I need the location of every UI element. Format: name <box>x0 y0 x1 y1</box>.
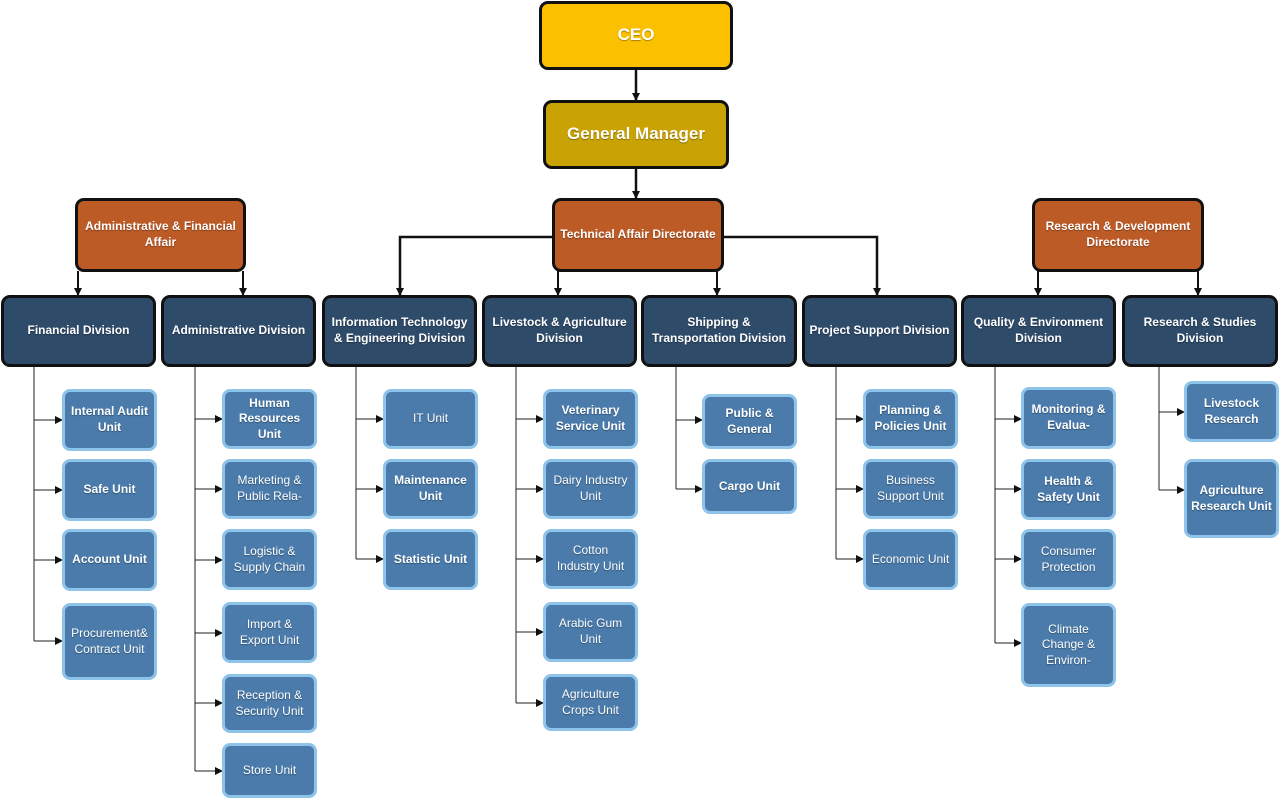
division-project-support: Project Support Division <box>802 295 957 367</box>
unit-label: Consumer Protection <box>1040 543 1097 574</box>
unit-box: Consumer Protection <box>1021 529 1116 590</box>
division-research-studies: Research & Studies Division <box>1122 295 1278 367</box>
unit-label: Cargo Unit <box>718 478 781 493</box>
unit-box: Marketing & Public Rela- <box>222 459 317 519</box>
unit-label: Account Unit <box>72 552 147 567</box>
unit-label: Health & Safety Unit <box>1037 473 1100 504</box>
division-label: Financial Division <box>27 323 130 338</box>
unit-label: Livestock Research <box>1203 395 1260 426</box>
division-financial: Financial Division <box>1 295 156 367</box>
division-label: Quality & Environment Division <box>973 315 1104 345</box>
unit-box: Logistic & Supply Chain <box>222 529 317 590</box>
unit-label: Safe Unit <box>83 482 136 497</box>
unit-box: Reception & Security Unit <box>222 674 317 733</box>
unit-label: Reception & Security Unit <box>235 687 304 718</box>
division-quality-environment: Quality & Environment Division <box>961 295 1116 367</box>
unit-box: Agriculture Research Unit <box>1184 459 1279 538</box>
unit-box: Business Support Unit <box>863 459 958 519</box>
unit-label: Arabic Gum Unit <box>558 616 623 646</box>
unit-box: Maintenance Unit <box>383 459 478 519</box>
unit-label: Procurement& Contract Unit <box>71 625 148 656</box>
unit-box: Public & General <box>702 394 797 449</box>
division-label: Project Support Division <box>809 323 950 338</box>
directorate-label: Research & Development Directorate <box>1045 219 1191 249</box>
unit-label: Import & Export Unit <box>239 616 300 647</box>
unit-box: Economic Unit <box>863 529 958 590</box>
unit-label: Economic Unit <box>871 551 950 566</box>
directorate-technical: Technical Affair Directorate <box>552 198 724 272</box>
division-it-engineering: Information Technology & Engineering Div… <box>322 295 477 367</box>
unit-box: Internal Audit Unit <box>62 389 157 451</box>
unit-box: Human Resources Unit <box>222 389 317 449</box>
unit-label: Marketing & Public Rela- <box>237 473 302 503</box>
unit-label: Internal Audit Unit <box>71 404 148 434</box>
unit-box: Monitoring & Evalua- <box>1021 387 1116 449</box>
ceo-box: CEO <box>539 1 733 70</box>
unit-label: Maintenance Unit <box>394 473 467 503</box>
unit-box: Veterinary Service Unit <box>543 389 638 449</box>
division-administrative: Administrative Division <box>161 295 316 367</box>
general-manager-box: General Manager <box>543 100 729 169</box>
unit-label: IT Unit <box>412 411 449 426</box>
general-manager-label: General Manager <box>567 124 705 144</box>
division-shipping-transportation: Shipping & Transportation Division <box>641 295 797 367</box>
unit-box: Statistic Unit <box>383 529 478 590</box>
unit-box: Arabic Gum Unit <box>543 602 638 662</box>
unit-box: Account Unit <box>62 529 157 591</box>
unit-label: Human Resources Unit <box>238 395 301 441</box>
unit-label: Cotton Industry Unit <box>556 543 625 573</box>
division-label: Research & Studies Division <box>1143 315 1257 345</box>
unit-label: Store Unit <box>242 762 297 777</box>
unit-label: Veterinary Service Unit <box>555 403 626 433</box>
directorate-research: Research & Development Directorate <box>1032 198 1204 272</box>
unit-label: Monitoring & Evalua- <box>1031 402 1106 432</box>
unit-box: Health & Safety Unit <box>1021 459 1116 520</box>
unit-label: Logistic & Supply Chain <box>233 543 306 574</box>
unit-label: Dairy Industry Unit <box>553 473 628 503</box>
unit-box: Cotton Industry Unit <box>543 529 638 589</box>
unit-box: Safe Unit <box>62 459 157 521</box>
directorate-label: Technical Affair Directorate <box>560 227 716 242</box>
unit-label: Planning & Policies Unit <box>874 403 947 433</box>
unit-label: Business Support Unit <box>877 473 944 503</box>
unit-label: Agriculture Crops Unit <box>561 686 620 717</box>
division-label: Information Technology & Engineering Div… <box>331 315 468 345</box>
unit-box: Store Unit <box>222 743 317 798</box>
unit-label: Agriculture Research Unit <box>1191 482 1272 513</box>
unit-label: Public & General <box>725 405 774 436</box>
ceo-label: CEO <box>617 25 655 45</box>
unit-box: Agriculture Crops Unit <box>543 674 638 731</box>
unit-box: Dairy Industry Unit <box>543 459 638 519</box>
unit-box: Cargo Unit <box>702 459 797 514</box>
unit-box: Planning & Policies Unit <box>863 389 958 449</box>
unit-box: Climate Change & Environ- <box>1021 603 1116 687</box>
division-label: Shipping & Transportation Division <box>651 315 786 345</box>
unit-box: Procurement& Contract Unit <box>62 603 157 680</box>
directorate-label: Administrative & Financial Affair <box>85 219 236 249</box>
unit-label: Climate Change & Environ- <box>1041 621 1096 667</box>
unit-box: Livestock Research <box>1184 381 1279 442</box>
unit-label: Statistic Unit <box>393 551 468 566</box>
division-livestock-agriculture: Livestock & Agriculture Division <box>482 295 637 367</box>
directorate-admin-financial: Administrative & Financial Affair <box>75 198 246 272</box>
unit-box: IT Unit <box>383 389 478 449</box>
division-label: Administrative Division <box>171 323 306 338</box>
unit-box: Import & Export Unit <box>222 602 317 663</box>
division-label: Livestock & Agriculture Division <box>492 315 627 345</box>
